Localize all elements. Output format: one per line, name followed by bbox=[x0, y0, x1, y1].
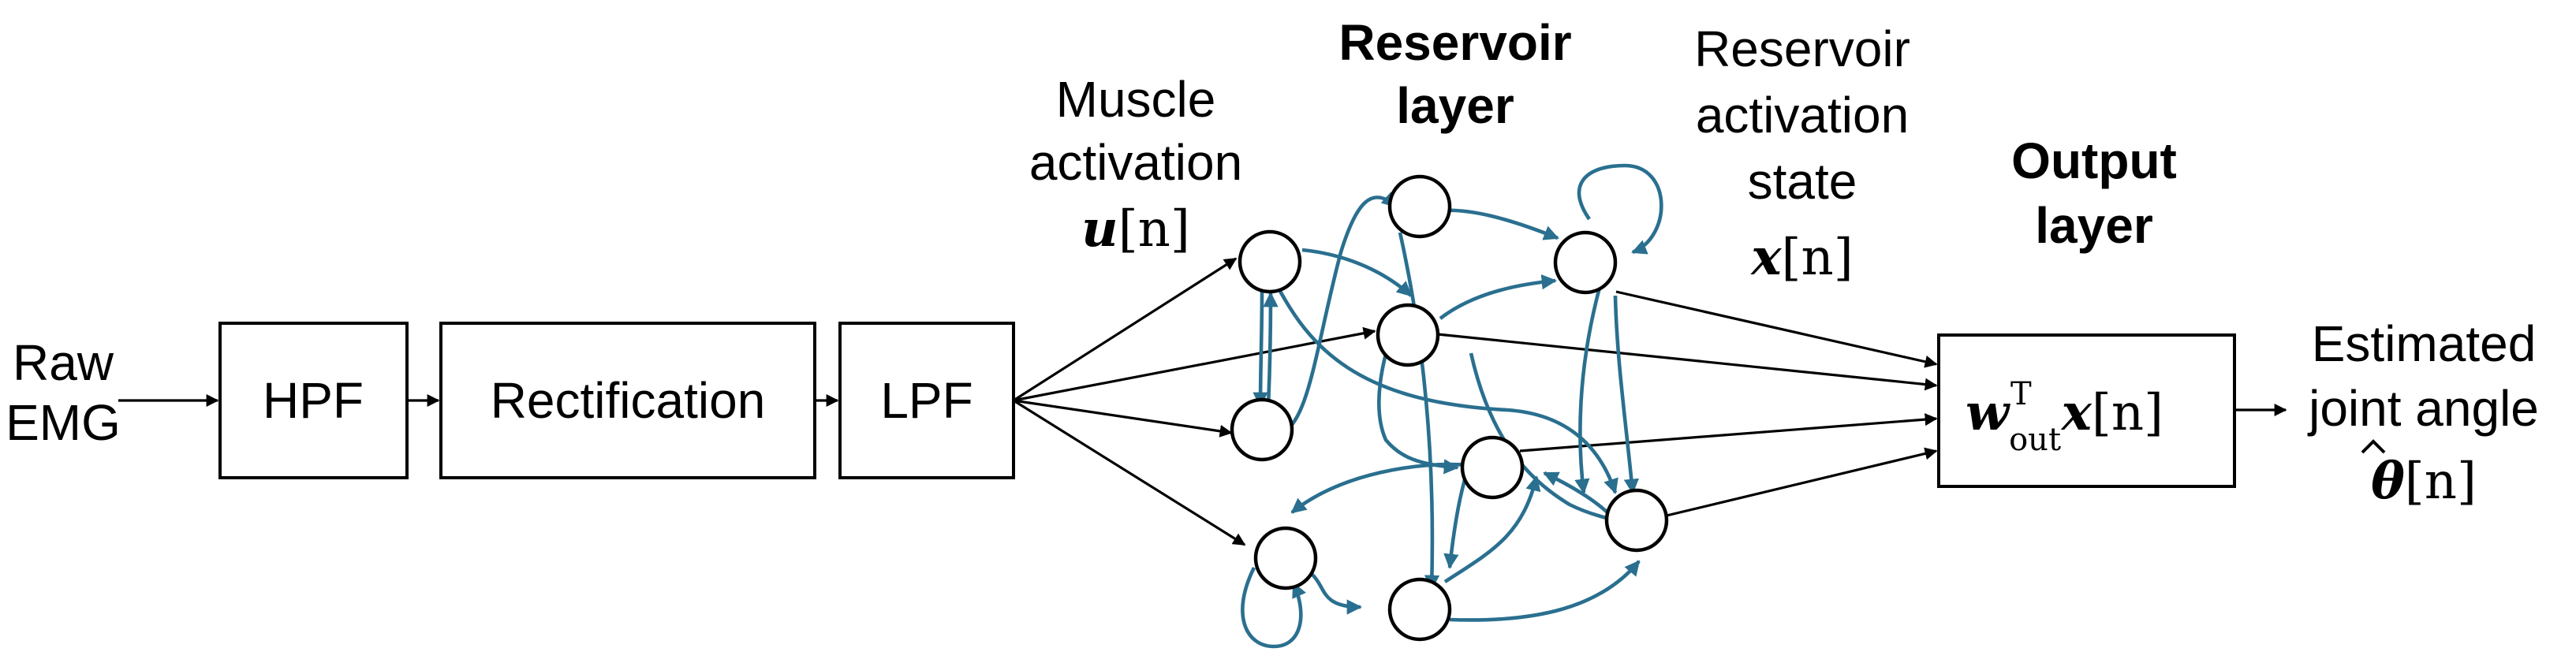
lpf-block: LPF bbox=[838, 322, 1015, 479]
reservoir-nodes bbox=[1230, 174, 1669, 642]
input-connections bbox=[1013, 257, 1376, 546]
reservoir-layer-label-line1: Reservoir bbox=[1338, 14, 1571, 71]
reservoir-layer-label-line2: layer bbox=[1396, 77, 1514, 134]
reservoir-node bbox=[1387, 577, 1452, 642]
joint-angle-symbol: θ[n] bbox=[2371, 452, 2477, 511]
output-layer-label-line2: layer bbox=[2035, 197, 2152, 254]
rectification-label: Rectification bbox=[491, 372, 766, 429]
raw-label: Raw bbox=[13, 334, 114, 391]
lpf-label: LPF bbox=[880, 372, 973, 429]
reservoir-node bbox=[1238, 229, 1302, 294]
reservoir-node bbox=[1387, 174, 1452, 239]
reservoir-node bbox=[1253, 526, 1318, 590]
activation-label: activation bbox=[1029, 134, 1242, 191]
output-layer-label-line1: Output bbox=[2011, 132, 2177, 189]
reservoir-node bbox=[1376, 303, 1440, 367]
reservoir-node bbox=[1553, 230, 1618, 295]
reservoir-connections bbox=[1241, 163, 1663, 649]
reservoir-node bbox=[1230, 397, 1294, 462]
muscle-label: Muscle bbox=[1056, 71, 1216, 128]
hpf-block: HPF bbox=[218, 322, 409, 479]
reservoir-node bbox=[1460, 435, 1525, 500]
reservoir-state-label-line2: activation bbox=[1696, 87, 1909, 143]
reservoir-state-label-line1: Reservoir bbox=[1694, 20, 1910, 77]
rectification-block: Rectification bbox=[439, 322, 816, 479]
muscle-activation-symbol: u[n] bbox=[1081, 199, 1190, 259]
reservoir-state-label-line3: state bbox=[1748, 153, 1857, 210]
reservoir-state-symbol: x[n] bbox=[1749, 228, 1853, 287]
estimated-label: Estimated bbox=[2312, 315, 2537, 372]
reservoir-node bbox=[1604, 488, 1669, 553]
emg-label: EMG bbox=[6, 394, 121, 451]
theta-hat bbox=[2361, 439, 2386, 454]
hpf-label: HPF bbox=[263, 372, 364, 429]
joint-angle-label: joint angle bbox=[2307, 380, 2539, 437]
